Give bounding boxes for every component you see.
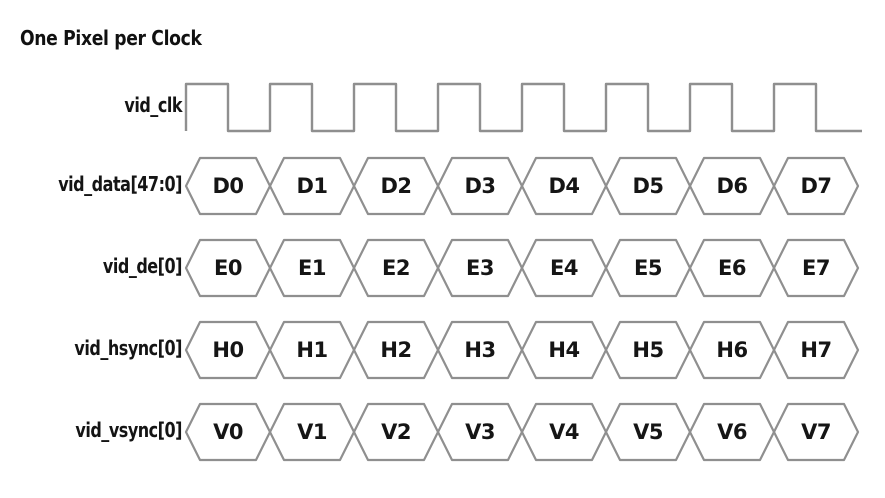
bus-cell-value: V0: [213, 420, 243, 444]
bus-cell-value: V7: [801, 420, 831, 444]
bus-cell-value: E1: [298, 256, 326, 280]
bus-cell-value: H3: [464, 338, 495, 362]
bus-cell-value: E6: [718, 256, 746, 280]
signal-label-vid-data: vid_data[47:0]: [58, 172, 182, 196]
bus-cell-value: E3: [466, 256, 494, 280]
bus-cell-value: E4: [550, 256, 578, 280]
bus-row-vid-data: D0 D1 D2 D3 D4 D5 D6 D7: [184, 156, 860, 216]
bus-cell-value: D5: [632, 174, 663, 198]
bus-cell: [772, 320, 860, 380]
bus-cell: [772, 402, 860, 462]
signal-label-vid-de: vid_de[0]: [102, 254, 183, 278]
bus-cell-value: H0: [212, 338, 243, 362]
bus-cell-value: V1: [297, 420, 327, 444]
bus-cell-value: E2: [382, 256, 410, 280]
bus-row-vid-vsync: V0 V1 V2 V3 V4 V5 V6 V7: [184, 402, 860, 462]
bus-cell-value: D1: [296, 174, 327, 198]
bus-cell-value: E5: [634, 256, 662, 280]
bus-cell-value: H7: [800, 338, 831, 362]
bus-row-vid-hsync: H0 H1 H2 H3 H4 H5 H6 H7: [184, 320, 860, 380]
bus-cell: [772, 156, 860, 216]
bus-cell-value: D3: [464, 174, 495, 198]
bus-cell-value: H2: [380, 338, 411, 362]
bus-cell-value: H4: [548, 338, 579, 362]
bus-cell-value: D0: [212, 174, 243, 198]
bus-cell-value: V5: [633, 420, 663, 444]
signal-label-vid-vsync: vid_vsync[0]: [75, 418, 182, 442]
bus-cell-value: E0: [214, 256, 242, 280]
bus-cell-value: H5: [632, 338, 663, 362]
signal-label-vid-hsync: vid_hsync[0]: [74, 336, 182, 360]
bus-row-vid-de: E0 E1 E2 E3 E4 E5 E6 E7: [184, 238, 860, 298]
page-title: One Pixel per Clock: [20, 26, 202, 50]
bus-cell-value: D4: [548, 174, 579, 198]
bus-cell-value: V2: [381, 420, 411, 444]
bus-cell-value: V4: [549, 420, 579, 444]
signal-label-vid-clk: vid_clk: [124, 93, 182, 117]
bus-cell-value: V3: [465, 420, 495, 444]
bus-cell-value: D7: [800, 174, 831, 198]
clock-waveform-path: [184, 82, 862, 133]
bus-cell-value: D6: [716, 174, 747, 198]
bus-cell-value: E7: [802, 256, 830, 280]
bus-cell-value: D2: [380, 174, 411, 198]
bus-cell-value: H6: [716, 338, 747, 362]
bus-cell-value: H1: [296, 338, 327, 362]
bus-cell: [772, 238, 860, 298]
vid-clk-waveform: [184, 82, 862, 133]
bus-cell-value: V6: [717, 420, 747, 444]
